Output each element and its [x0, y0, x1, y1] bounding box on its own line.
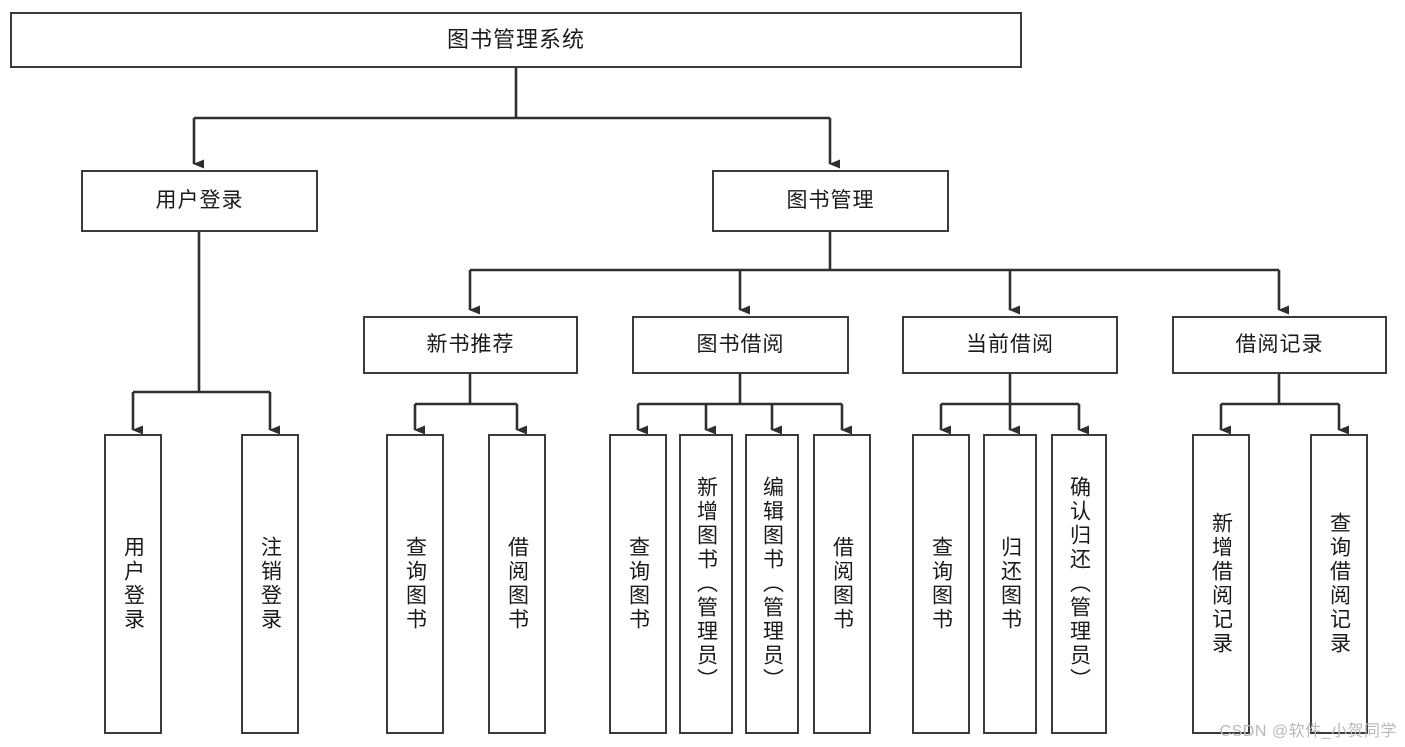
- node-book-borrow[interactable]: 图书借阅: [632, 316, 849, 374]
- node-leaf-query-book-recommend[interactable]: 查询图书: [386, 434, 444, 734]
- node-new-book-recommend[interactable]: 新书推荐: [363, 316, 578, 374]
- node-leaf-query-book-borrow[interactable]: 查询图书: [609, 434, 667, 734]
- node-label: 查询借阅记录: [1327, 512, 1351, 656]
- node-borrow-record[interactable]: 借阅记录: [1172, 316, 1387, 374]
- node-label: 图书管理系统: [446, 26, 585, 52]
- node-leaf-edit-book[interactable]: 编辑图书（管理员）: [745, 434, 799, 734]
- node-label: 编辑图书（管理员）: [760, 476, 784, 692]
- node-label: 借阅图书: [505, 536, 529, 632]
- node-leaf-add-borrow-record[interactable]: 新增借阅记录: [1192, 434, 1250, 734]
- node-leaf-user-logout[interactable]: 注销登录: [241, 434, 299, 734]
- node-label: 当前借阅: [966, 333, 1054, 357]
- node-label: 查询图书: [626, 536, 650, 632]
- node-label: 新增借阅记录: [1209, 512, 1233, 656]
- node-leaf-query-borrow-record[interactable]: 查询借阅记录: [1310, 434, 1368, 734]
- node-leaf-user-login[interactable]: 用户登录: [104, 434, 162, 734]
- node-leaf-borrow-book-recommend[interactable]: 借阅图书: [488, 434, 546, 734]
- node-label: 用户登录: [121, 536, 145, 632]
- node-label: 新书推荐: [426, 333, 515, 357]
- node-label: 归还图书: [998, 536, 1022, 632]
- node-label: 借阅图书: [830, 536, 854, 632]
- node-label: 图书管理: [786, 189, 875, 213]
- node-book-manage[interactable]: 图书管理: [712, 170, 949, 232]
- node-leaf-borrow-book[interactable]: 借阅图书: [813, 434, 871, 734]
- node-current-borrow[interactable]: 当前借阅: [902, 316, 1118, 374]
- node-label: 新增图书（管理员）: [694, 476, 718, 692]
- node-label: 用户登录: [155, 189, 244, 213]
- node-leaf-query-book-current[interactable]: 查询图书: [912, 434, 970, 734]
- node-leaf-add-book[interactable]: 新增图书（管理员）: [679, 434, 733, 734]
- node-label: 借阅记录: [1235, 333, 1324, 357]
- csdn-watermark: CSDN @软件_小贺同学: [1219, 723, 1397, 740]
- node-label: 注销登录: [258, 536, 282, 632]
- node-label: 查询图书: [403, 536, 427, 632]
- node-leaf-confirm-return[interactable]: 确认归还（管理员）: [1051, 434, 1107, 734]
- node-label: 确认归还（管理员）: [1067, 476, 1091, 692]
- node-user-login[interactable]: 用户登录: [81, 170, 318, 232]
- node-root-book-management-system[interactable]: 图书管理系统: [10, 12, 1022, 68]
- node-label: 图书借阅: [696, 333, 785, 357]
- node-leaf-return-book[interactable]: 归还图书: [983, 434, 1037, 734]
- node-label: 查询图书: [929, 536, 953, 632]
